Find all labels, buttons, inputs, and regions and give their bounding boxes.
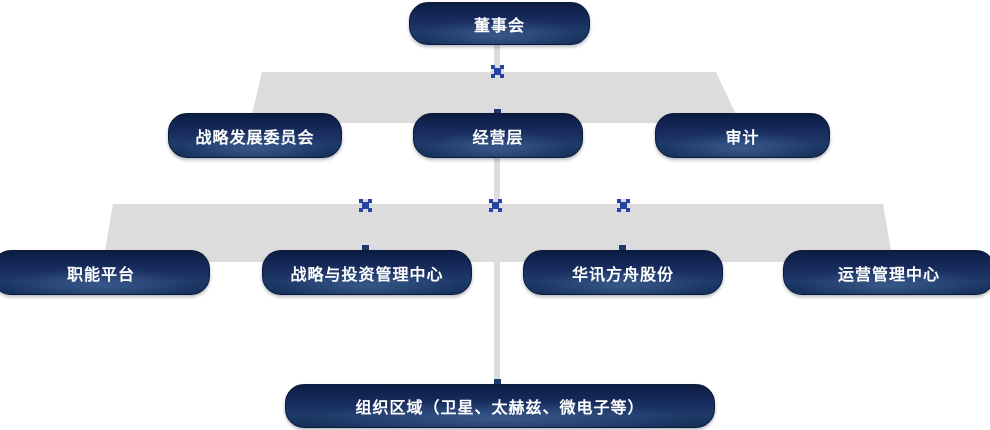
connector-stub-region xyxy=(494,379,501,385)
org-node-label: 组织区域（卫星、太赫兹、微电子等） xyxy=(355,400,645,417)
org-node-board: 董事会 xyxy=(409,2,590,45)
connector-cross-icon xyxy=(359,199,372,212)
connector-line-board-to-level2 xyxy=(494,44,500,74)
connector-cross-icon xyxy=(617,199,630,212)
org-node-strategy-committee: 战略发展委员会 xyxy=(168,113,342,158)
connector-line-mgmt-to-level3 xyxy=(494,158,500,206)
org-node-label: 运营管理中心 xyxy=(837,266,940,284)
org-node-management: 经营层 xyxy=(413,113,583,158)
org-node-label: 战略与投资管理中心 xyxy=(290,266,444,284)
org-node-label: 战略发展委员会 xyxy=(195,129,315,147)
connector-cross-icon xyxy=(489,199,502,212)
org-node-functional-platform: 职能平台 xyxy=(0,250,210,295)
connector-band-level3 xyxy=(103,204,893,262)
org-node-strategy-investment-center: 战略与投资管理中心 xyxy=(262,250,472,295)
org-node-operations-center: 运营管理中心 xyxy=(783,250,990,295)
connector-stub-strategy-center xyxy=(362,245,369,251)
connector-stub-huaxun xyxy=(619,245,626,251)
org-node-label: 经营层 xyxy=(472,129,524,147)
org-node-label: 华讯方舟股份 xyxy=(571,266,674,284)
connector-cross-icon xyxy=(491,65,504,78)
org-node-label: 职能平台 xyxy=(66,266,135,284)
connector-stub-management xyxy=(494,109,501,114)
org-node-audit: 审计 xyxy=(655,113,830,158)
org-node-label: 审计 xyxy=(725,129,760,147)
org-node-org-regions: 组织区域（卫星、太赫兹、微电子等） xyxy=(285,384,715,428)
org-node-label: 董事会 xyxy=(473,17,525,35)
org-node-huaxun-fangzhou: 华讯方舟股份 xyxy=(523,250,723,295)
connector-line-level3-to-region xyxy=(494,258,500,386)
